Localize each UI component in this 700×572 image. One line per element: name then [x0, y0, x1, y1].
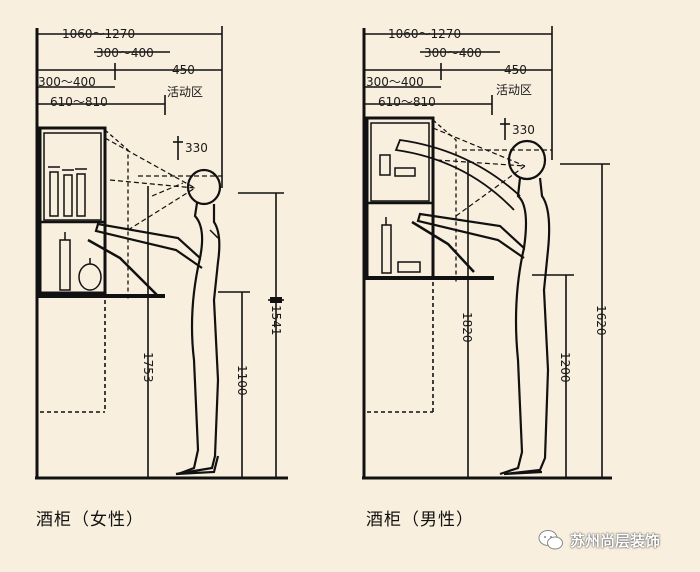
right-male-figure: [394, 139, 551, 476]
left-panel: [35, 26, 288, 480]
left-dim-shelf-height: 1753: [141, 352, 155, 383]
right-dim-top-total: 1060～1270: [388, 27, 461, 41]
left-activity-zone: 活动区: [167, 85, 203, 99]
left-female-figure: [87, 168, 222, 476]
watermark: 苏州尚层装饰: [538, 527, 660, 553]
left-dimension-labels: 1060～1270 300～400 300～400 450 610～810 活动…: [38, 27, 283, 396]
right-dim-eye-height: 1620: [594, 305, 608, 336]
right-open-door: [432, 119, 457, 282]
right-panel: [362, 26, 612, 480]
left-dim-counter-height: 1100: [235, 365, 249, 396]
right-dim-fourth: 610～810: [378, 95, 436, 109]
left-dim-top-total: 1060～1270: [62, 27, 135, 41]
right-top-dimension-lines: [364, 26, 553, 160]
right-dim-450: 450: [504, 63, 527, 77]
left-dim-eye-height: 1541: [269, 305, 283, 336]
right-head-clearance-marker: [500, 118, 510, 140]
left-dim-fourth: 610～810: [50, 95, 108, 109]
left-caption: 酒柜（女性）: [36, 510, 144, 530]
left-dim-head-clearance: 330: [185, 141, 208, 155]
right-dim-second: 300～400: [424, 46, 482, 60]
watermark-text: 苏州尚层装饰: [570, 531, 661, 550]
left-vertical-dimensions: [147, 186, 284, 478]
right-activity-zone: 活动区: [496, 83, 532, 97]
right-lower-cabinet: [367, 282, 434, 413]
wechat-icon: [538, 530, 563, 550]
right-upper-cabinet: [365, 116, 435, 280]
left-dim-second: 300～400: [96, 46, 154, 60]
right-vertical-dimensions: [467, 160, 610, 478]
right-caption: 酒柜（男性）: [366, 510, 474, 530]
left-dim-third: 300～400: [38, 75, 96, 89]
left-lower-cabinet: [40, 300, 106, 413]
left-dim-450: 450: [172, 63, 195, 77]
right-dim-head-clearance: 330: [512, 123, 535, 137]
left-sight-lines: [104, 137, 222, 231]
left-head-clearance-marker: [173, 136, 183, 160]
right-dimension-labels: 1060～1270 300～400 300～400 450 610～810 活动…: [366, 27, 608, 383]
right-dim-shelf-height: 1820: [460, 312, 474, 343]
right-dim-third: 300～400: [366, 75, 424, 89]
right-sight-lines: [432, 127, 552, 217]
left-top-dimension-lines: [37, 26, 223, 188]
left-open-door: [104, 129, 129, 300]
right-dim-counter-height: 1200: [558, 352, 572, 383]
left-upper-cabinet: [38, 126, 107, 295]
